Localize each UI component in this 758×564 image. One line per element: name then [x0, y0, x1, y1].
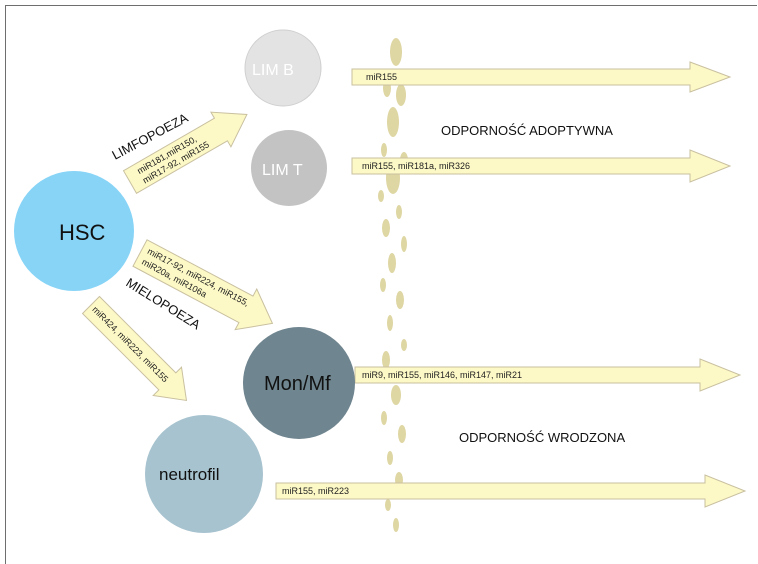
output-arrow-lim-t: miR155, miR181a, miR326 [351, 149, 732, 183]
cell-neutrofil-label: neutrofil [159, 465, 219, 484]
cell-hsc: HSC [14, 171, 134, 291]
cell-lim-t-label: LIM T [262, 162, 303, 179]
output-arrow-mon-mf: miR9, miR155, miR146, miR147, miR21 [354, 358, 742, 392]
neut-arrow-label: miR424, miR223, miR155 [90, 304, 170, 384]
output-arrow-lim-b: miR155 [351, 61, 732, 93]
cell-hsc-label: HSC [59, 220, 106, 245]
adaptive-immunity-label: ODPORNOŚĆ ADOPTYWNA [441, 123, 613, 138]
output-label-lim-b: miR155 [366, 72, 397, 82]
output-label-neutrofil: miR155, miR223 [282, 486, 349, 496]
output-label-lim-t: miR155, miR181a, miR326 [362, 161, 470, 171]
cell-lim-t: LIM T [251, 130, 327, 206]
figure-frame [5, 5, 757, 564]
membrane-barrier [378, 38, 408, 532]
cell-neutrofil: neutrofil [145, 415, 263, 533]
output-label-mon-mf: miR9, miR155, miR146, miR147, miR21 [362, 370, 522, 380]
cell-lim-b-label: LIM B [252, 62, 294, 79]
output-arrow-neutrofil: miR155, miR223 [275, 474, 747, 508]
innate-immunity-label: ODPORNOŚĆ WRODZONA [459, 430, 625, 445]
cell-mon-mf-label: Mon/Mf [264, 373, 331, 395]
cell-mon-mf: Mon/Mf [243, 327, 355, 439]
cell-lim-b: LIM B [244, 29, 322, 107]
